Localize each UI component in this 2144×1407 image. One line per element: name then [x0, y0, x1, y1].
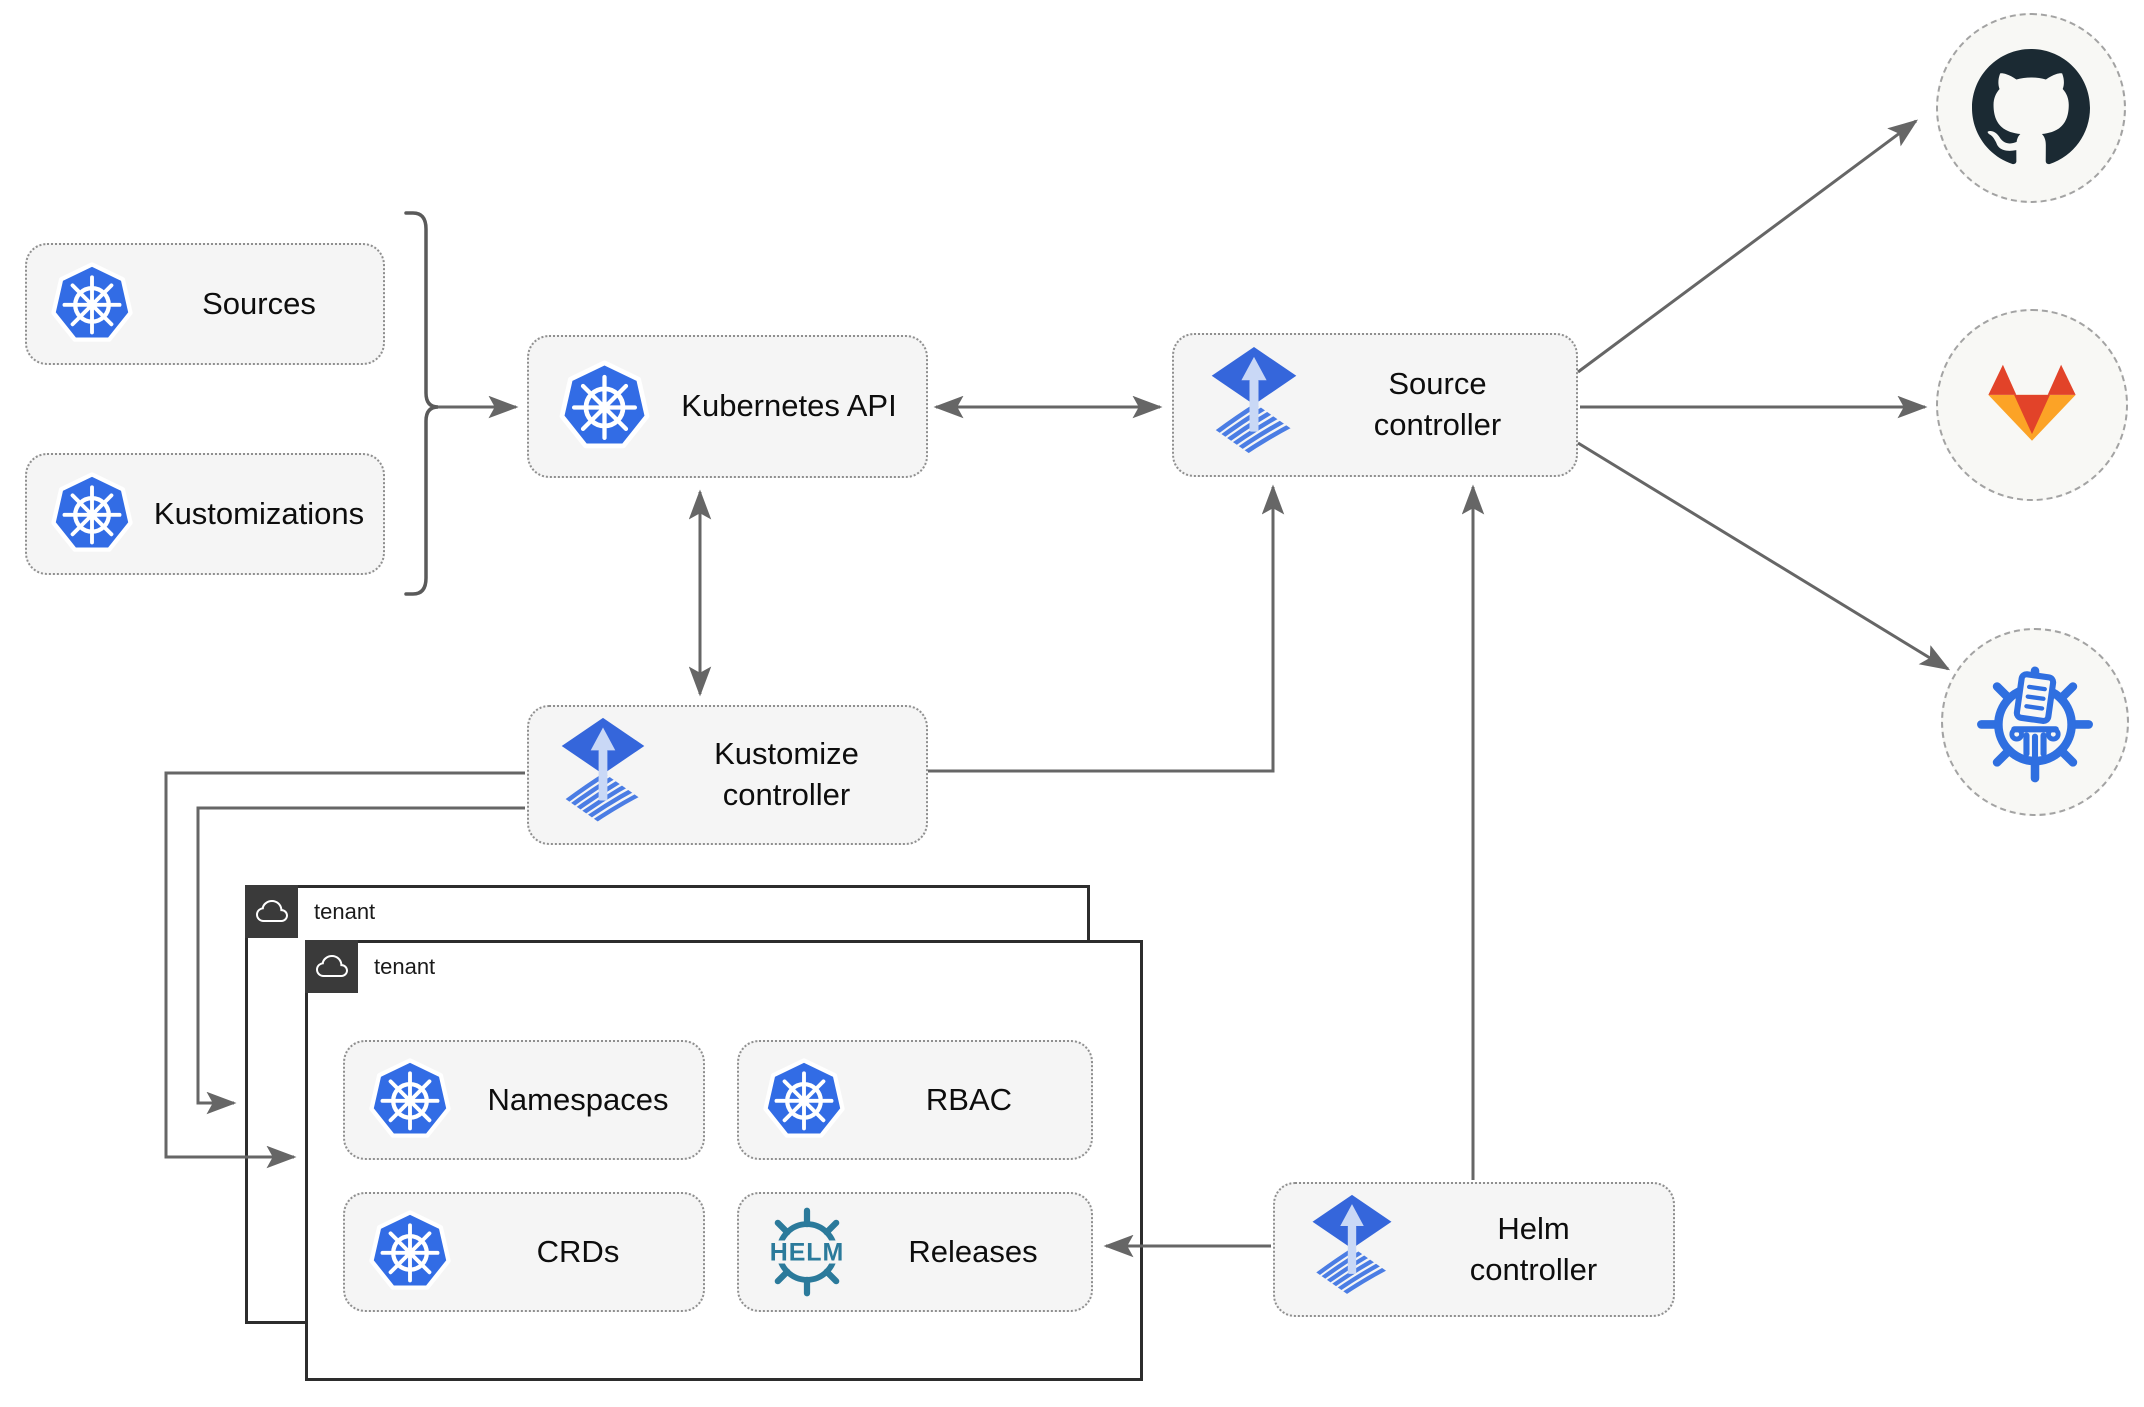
- kubernetes-icon: [367, 1209, 453, 1295]
- kubernetes-icon: [49, 471, 135, 557]
- node-helm-controller: Helm controller: [1273, 1182, 1675, 1317]
- node-kustomizations: Kustomizations: [25, 453, 385, 575]
- kubernetes-icon: [367, 1057, 453, 1143]
- node-releases: HELM Releases: [737, 1192, 1093, 1312]
- node-kubernetes-api: Kubernetes API: [527, 335, 928, 478]
- cloud-icon: [256, 896, 288, 928]
- node-label: Kustomize controller: [714, 736, 859, 812]
- helm-wheel-icon: HELM: [759, 1204, 855, 1300]
- node-label: CRDs: [536, 1233, 620, 1269]
- edge-source-to-github: [1577, 119, 1919, 374]
- gitlab-icon: [1988, 364, 2076, 441]
- tenant-tag: [305, 940, 358, 993]
- node-sources: Sources: [25, 243, 385, 365]
- node-label: Namespaces: [487, 1081, 669, 1117]
- flux-icon: [1209, 346, 1299, 465]
- node-source-controller: Source controller: [1172, 333, 1578, 477]
- node-label: Kustomizations: [153, 495, 365, 531]
- remote-gitlab: [1936, 309, 2128, 501]
- flux-icon: [1310, 1194, 1394, 1305]
- remote-bucket: [1941, 628, 2129, 816]
- helm-logo-text: HELM: [770, 1239, 845, 1267]
- node-kustomize-controller: Kustomize controller: [527, 705, 928, 845]
- edge-kustomize-to-source-controller: [928, 484, 1285, 773]
- node-label: RBAC: [925, 1081, 1013, 1117]
- node-label: Helm controller: [1469, 1210, 1598, 1287]
- node-crds: CRDs: [343, 1192, 705, 1312]
- cloud-icon: [316, 951, 348, 983]
- edge-source-to-bucket: [1577, 441, 1951, 671]
- kubernetes-icon: [557, 359, 652, 454]
- remote-github: [1936, 13, 2126, 203]
- tenant-label: tenant: [374, 953, 436, 979]
- node-namespaces: Namespaces: [343, 1040, 705, 1160]
- node-label: Source controller: [1373, 366, 1502, 442]
- brace-sources-group: [404, 211, 439, 596]
- node-label: Kubernetes API: [681, 388, 897, 424]
- node-rbac: RBAC: [737, 1040, 1093, 1160]
- github-icon: [1972, 49, 2090, 165]
- bucket-registry-icon: [1977, 666, 2093, 783]
- node-label: Sources: [202, 285, 316, 321]
- kubernetes-icon: [761, 1057, 847, 1143]
- node-label: Releases: [908, 1233, 1038, 1269]
- tenant-box-inner: tenant: [305, 940, 1143, 1381]
- tenant-tag: [245, 885, 298, 938]
- flux-icon: [559, 717, 647, 833]
- tenant-label: tenant: [314, 898, 376, 924]
- kubernetes-icon: [49, 261, 135, 347]
